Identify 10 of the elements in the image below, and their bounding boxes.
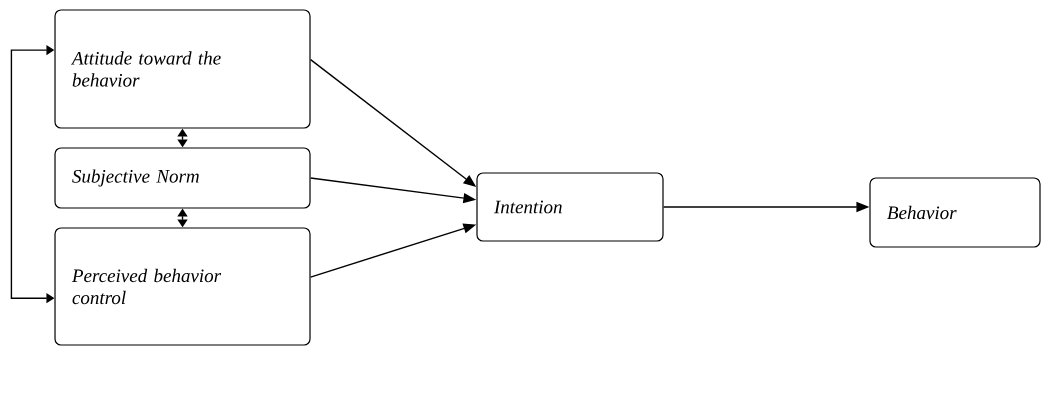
process-box bbox=[869, 177, 1041, 248]
node-label: Perceived behavior control bbox=[71, 268, 222, 305]
process-box bbox=[54, 227, 311, 346]
process-box bbox=[54, 147, 311, 209]
node-label: Attitude toward the behavior bbox=[70, 51, 221, 87]
node-label: Intention bbox=[493, 200, 562, 214]
process-box bbox=[476, 172, 664, 242]
node-label: Subjective Norm bbox=[72, 169, 199, 187]
process-box bbox=[54, 9, 311, 129]
node-label: Behavior bbox=[887, 205, 957, 220]
